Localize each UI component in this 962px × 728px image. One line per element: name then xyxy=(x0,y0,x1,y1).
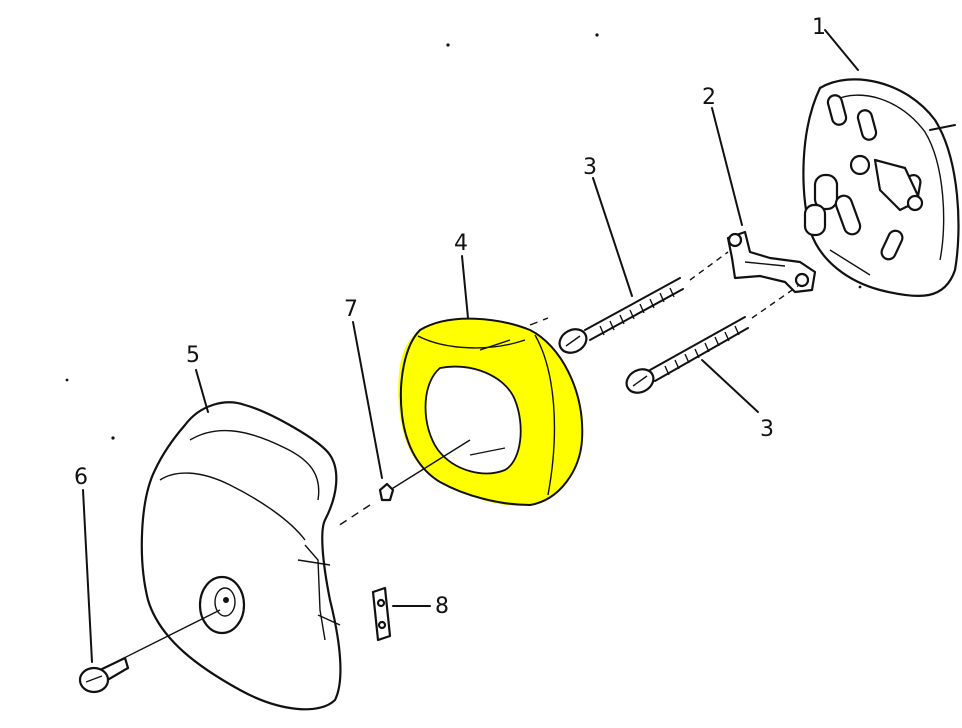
label-3-upper: 3 xyxy=(583,155,597,180)
leader-line-5 xyxy=(195,369,209,413)
part-4-ring-filter-highlighted xyxy=(398,317,584,506)
scan-speck xyxy=(446,43,450,47)
scan-speck xyxy=(858,285,862,289)
part-3-screw-upper xyxy=(558,251,729,354)
axis-line-center xyxy=(389,439,471,491)
label-5: 5 xyxy=(186,343,200,368)
part-3-screw-lower xyxy=(625,285,799,394)
leader-line-4 xyxy=(461,255,469,319)
label-8: 8 xyxy=(435,594,449,619)
leader-line-7 xyxy=(352,321,383,479)
label-4: 4 xyxy=(454,231,468,256)
label-3-lower: 3 xyxy=(760,417,774,442)
part-2-bracket xyxy=(726,230,817,294)
label-7: 7 xyxy=(344,297,358,322)
scan-speck xyxy=(111,436,115,440)
leader-line-3-upper xyxy=(592,177,633,297)
part-7-nut xyxy=(378,482,395,502)
scan-speck xyxy=(595,33,599,37)
leader-line-1 xyxy=(824,29,859,71)
label-1: 1 xyxy=(812,15,826,40)
label-2: 2 xyxy=(702,85,716,110)
axis-line-left xyxy=(334,504,371,529)
part-1-back-housing xyxy=(802,78,960,298)
part-8-clip xyxy=(371,586,392,642)
part-5-front-cover xyxy=(140,401,342,711)
label-6: 6 xyxy=(74,465,88,490)
leader-line-2 xyxy=(711,107,743,226)
leader-line-3-lower xyxy=(701,359,759,413)
part-6-bolt xyxy=(78,609,221,694)
axis-line-right xyxy=(529,317,549,326)
scan-speck xyxy=(65,378,69,382)
leader-line-6 xyxy=(82,489,93,663)
